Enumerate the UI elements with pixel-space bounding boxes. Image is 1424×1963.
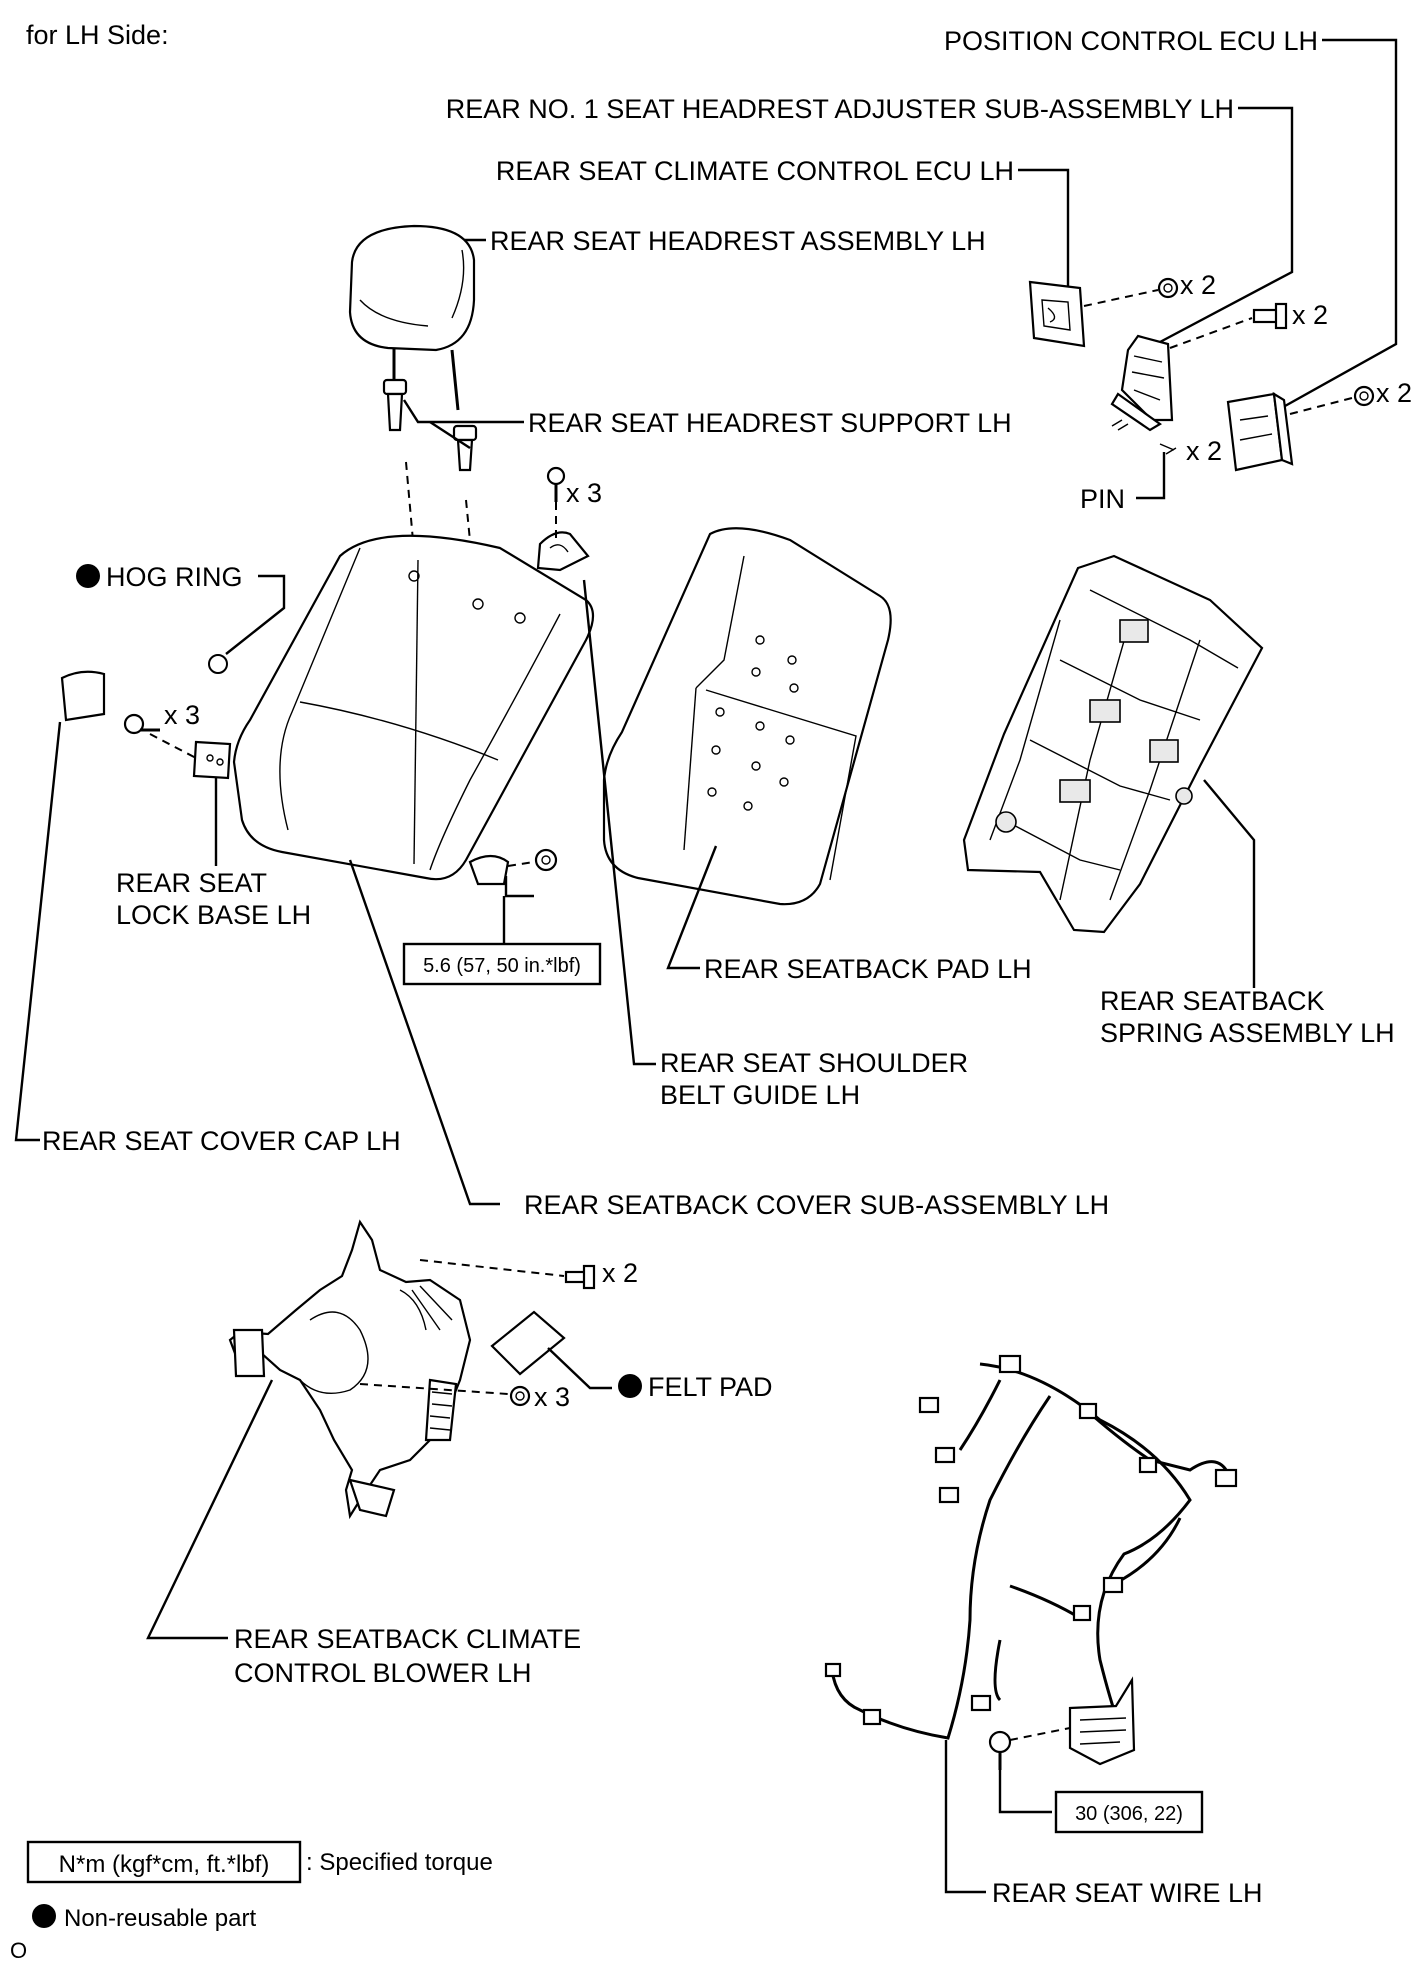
label-shoulder-2: BELT GUIDE LH bbox=[660, 1080, 860, 1110]
label-spring-1: REAR SEATBACK bbox=[1100, 986, 1325, 1016]
leader-felt-pad bbox=[547, 1347, 612, 1390]
label-spring-2: SPRING ASSEMBLY LH bbox=[1100, 1018, 1395, 1048]
leader-spring-assembly bbox=[1203, 779, 1256, 988]
label-headrest-assembly: REAR SEAT HEADREST ASSEMBLY LH bbox=[490, 226, 986, 256]
legend-torque-text: : Specified torque bbox=[306, 1849, 493, 1876]
leader-seat-wire bbox=[944, 1740, 986, 1894]
qty-ecu-nut: x 2 bbox=[1180, 270, 1216, 300]
position-control-ecu-part bbox=[1226, 391, 1294, 472]
qty-blower-nut: x 3 bbox=[534, 1382, 570, 1412]
leader-climate-control-ecu bbox=[1018, 168, 1070, 296]
qty-adjuster-bolt: x 2 bbox=[1292, 300, 1328, 330]
label-seat-wire: REAR SEAT WIRE LH bbox=[992, 1878, 1263, 1908]
seatback-pad-part bbox=[602, 527, 892, 906]
label-headrest-support: REAR SEAT HEADREST SUPPORT LH bbox=[528, 408, 1012, 438]
leader-headrest-support-b bbox=[429, 420, 471, 450]
label-lock-base-1: REAR SEAT bbox=[116, 868, 267, 898]
legend-nonreusable-text: Non-reusable part bbox=[64, 1905, 256, 1932]
leader-wire-torque bbox=[998, 1770, 1052, 1814]
blower-part bbox=[228, 1219, 472, 1520]
label-climate-control-ecu: REAR SEAT CLIMATE CONTROL ECU LH bbox=[496, 156, 1014, 186]
leader-hog-ring bbox=[225, 574, 286, 655]
qty-blower-bolt: x 2 bbox=[602, 1258, 638, 1288]
label-blower-1: REAR SEATBACK CLIMATE bbox=[234, 1624, 581, 1654]
torque-cover-nut: 5.6 (57, 50 in.*lbf) bbox=[423, 955, 581, 977]
legend-torque-box bbox=[26, 1840, 302, 1884]
qty-pos-ecu-nut: x 2 bbox=[1376, 378, 1412, 408]
wire-bolt-icon bbox=[988, 1730, 1012, 1770]
felt-pad-nonreusable-marker bbox=[618, 1374, 642, 1398]
leader-headrest-adjuster bbox=[1159, 106, 1294, 344]
seat-wire-part bbox=[824, 1354, 1238, 1766]
torque-box-wire bbox=[1054, 1790, 1204, 1834]
cover-nut-icon bbox=[534, 848, 558, 872]
torque-wire-bolt: 30 (306, 22) bbox=[1075, 1803, 1183, 1825]
blower-bolt-icon bbox=[564, 1264, 596, 1290]
label-shoulder-1: REAR SEAT SHOULDER bbox=[660, 1048, 968, 1078]
leader-blower bbox=[146, 1379, 274, 1640]
footer-code: O bbox=[10, 1938, 27, 1963]
blower-nut-icon bbox=[509, 1385, 531, 1407]
label-position-control-ecu: POSITION CONTROL ECU LH bbox=[944, 26, 1318, 56]
ecu-nut-icon bbox=[1157, 277, 1179, 299]
headrest-part bbox=[348, 224, 476, 411]
side-label: for LH Side: bbox=[26, 20, 169, 50]
label-blower-2: CONTROL BLOWER LH bbox=[234, 1658, 532, 1688]
pin-icon bbox=[1111, 419, 1177, 455]
adjuster-bolt-icon bbox=[1252, 302, 1288, 330]
label-hog-ring: HOG RING bbox=[106, 562, 243, 592]
headrest-adjuster-part bbox=[1110, 334, 1174, 432]
label-headrest-adjuster: REAR NO. 1 SEAT HEADREST ADJUSTER SUB-AS… bbox=[446, 94, 1234, 124]
climate-control-ecu-part bbox=[1028, 280, 1086, 348]
leader-shoulder-guide bbox=[582, 579, 656, 1066]
lock-base-part bbox=[192, 740, 232, 780]
seatback-cover-part bbox=[232, 534, 595, 886]
label-lock-base-2: LOCK BASE LH bbox=[116, 900, 311, 930]
qty-lock-screw: x 3 bbox=[164, 700, 200, 730]
qty-guide-screw: x 3 bbox=[566, 478, 602, 508]
legend-torque-units: N*m (kgf*cm, ft.*lbf) bbox=[59, 1851, 270, 1878]
leader-cover-cap bbox=[14, 721, 62, 1142]
hog-ring-nonreusable-marker bbox=[76, 564, 100, 588]
felt-pad-part bbox=[490, 1310, 566, 1376]
leader-pin bbox=[1136, 452, 1166, 500]
spring-assembly-part bbox=[962, 554, 1264, 934]
shoulder-belt-guide-part bbox=[536, 531, 590, 572]
hog-ring-part bbox=[208, 654, 228, 674]
label-cover-cap: REAR SEAT COVER CAP LH bbox=[42, 1126, 401, 1156]
guide-screw-icon bbox=[546, 466, 566, 502]
lock-screw-icon bbox=[123, 713, 160, 735]
pos-ecu-nut-icon bbox=[1353, 385, 1375, 407]
qty-pin: x 2 bbox=[1186, 436, 1222, 466]
headrest-support-part bbox=[382, 378, 478, 472]
leader-seatback-cover bbox=[348, 859, 500, 1206]
cover-cap-part bbox=[60, 670, 106, 722]
label-felt-pad: FELT PAD bbox=[648, 1372, 773, 1402]
leader-headrest-support-a bbox=[402, 399, 524, 424]
legend-nonreusable-marker bbox=[32, 1904, 56, 1928]
label-pin: PIN bbox=[1080, 484, 1125, 514]
torque-box-cover bbox=[402, 942, 602, 986]
label-seatback-cover: REAR SEATBACK COVER SUB-ASSEMBLY LH bbox=[524, 1190, 1109, 1220]
leader-seatback-pad bbox=[666, 845, 718, 970]
leader-cover-torque bbox=[504, 876, 534, 898]
label-seatback-pad: REAR SEATBACK PAD LH bbox=[704, 954, 1032, 984]
leader-position-control-ecu bbox=[1284, 38, 1398, 408]
